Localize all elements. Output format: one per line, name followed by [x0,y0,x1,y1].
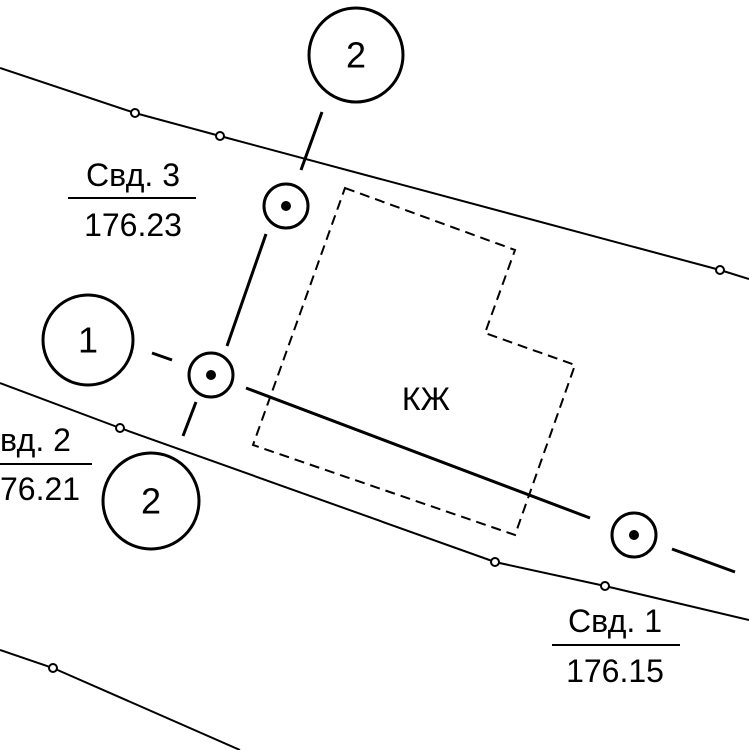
borehole-svd1 [610,511,658,559]
axis-marker-label: 2 [141,481,161,522]
borehole-name: вд. 2 [0,422,71,458]
borehole-name: Свд. 1 [568,603,662,639]
axis-2-line [299,111,324,171]
survey-point [130,108,140,118]
borehole-label-svd3: Свд. 3 176.23 [68,157,196,243]
borehole-center-dot [206,370,216,380]
axis-marker-bottom: 2 [101,451,201,551]
borehole-center-dot [281,201,291,211]
borehole-elevation: 176.15 [566,653,664,689]
survey-point [715,265,725,275]
survey-point [600,581,610,591]
axis-marker-top: 2 [307,6,405,104]
borehole-svd3 [262,182,310,230]
axis-marker-left: 1 [41,293,135,387]
survey-point [215,131,225,141]
axis-2-line [181,401,198,437]
survey-point [490,557,500,567]
borehole-elevation: 76.21 [0,471,80,507]
axis-marker-label: 1 [78,320,98,361]
borehole-label-svd1: Свд. 1 176.15 [552,603,680,689]
borehole-elevation: 176.23 [84,207,182,243]
road-edge-lower [0,649,241,750]
axis-marker-label: 2 [346,35,366,76]
building-label: КЖ [402,381,451,417]
axis-1-line [671,547,736,574]
axis-1-line [151,351,173,362]
borehole-name: Свд. 3 [86,157,180,193]
survey-point [115,423,125,433]
borehole-svd2 [187,351,235,399]
borehole-center-dot [629,530,639,540]
axis-1-line [245,386,591,520]
borehole-label-svd2: вд. 2 76.21 [0,422,92,507]
building-outline [251,186,577,537]
axis-2-line [225,233,268,347]
survey-point [48,663,58,673]
